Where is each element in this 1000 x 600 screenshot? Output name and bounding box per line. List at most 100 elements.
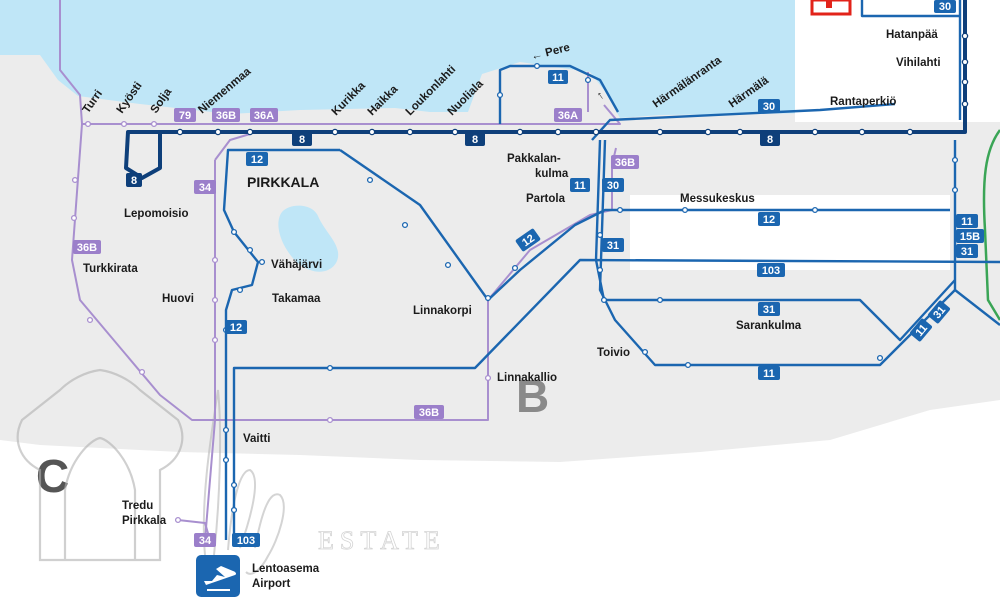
label-lepomoisio: Lepomoisio — [124, 208, 189, 220]
route-badge[interactable]: 8 — [292, 132, 312, 146]
route-36b-link — [214, 133, 251, 161]
svg-text:11: 11 — [552, 72, 564, 84]
route-badge[interactable]: 103 — [757, 263, 785, 277]
label-partola: Partola — [526, 193, 566, 205]
label-tredu-1: Tredu — [122, 500, 153, 512]
svg-text:34: 34 — [199, 182, 212, 194]
svg-text:8: 8 — [299, 134, 305, 146]
lake-small — [278, 205, 339, 272]
stop — [641, 348, 649, 356]
stop — [401, 221, 409, 229]
route-12-line — [222, 148, 340, 540]
urban-area-east — [630, 195, 950, 270]
label-pirkkala: PIRKKALA — [247, 174, 319, 190]
svg-text:8: 8 — [767, 134, 773, 146]
route-badge[interactable]: 11 — [758, 366, 780, 380]
stop — [876, 354, 884, 362]
label-sarankulma: Sarankulma — [736, 320, 802, 332]
stop — [584, 76, 592, 84]
route-badge[interactable]: 30 — [758, 99, 780, 113]
svg-text:31: 31 — [961, 246, 973, 258]
route-badge[interactable]: 15B — [956, 229, 984, 243]
stop — [496, 91, 504, 99]
route-badge[interactable]: 12 — [246, 152, 268, 166]
route-badge[interactable]: 31 — [956, 244, 978, 258]
route-badge[interactable]: 12 — [515, 228, 541, 252]
stop — [174, 516, 182, 524]
route-badge[interactable]: 36A — [250, 108, 278, 122]
route-badge[interactable]: 8 — [126, 173, 142, 187]
svg-text:31: 31 — [763, 304, 775, 316]
route-11-south — [598, 139, 956, 367]
route-badge[interactable]: 36B — [212, 108, 240, 122]
route-badge[interactable]: 11 — [909, 318, 933, 342]
airport-icon[interactable] — [196, 555, 240, 597]
route-36b-west-line — [71, 123, 613, 421]
route-badge[interactable]: 36B — [73, 240, 101, 254]
watermark-text: ESTATE — [318, 526, 446, 555]
label-vihilahti: Vihilahti — [896, 57, 941, 69]
stop — [533, 62, 541, 70]
stop — [258, 258, 266, 266]
route-badge[interactable]: 36A — [554, 108, 582, 122]
route-badge[interactable]: 8 — [465, 132, 485, 146]
label-rantaperkio: Rantaperkiö — [830, 96, 896, 108]
label-linnakallio: Linnakallio — [497, 372, 557, 384]
label-linnakorpi: Linnakorpi — [413, 305, 472, 317]
svg-text:31: 31 — [607, 240, 619, 252]
label-vahajarvi: Vähäjärvi — [271, 259, 322, 271]
route-badge[interactable]: 34 — [194, 533, 216, 547]
stop — [211, 336, 219, 344]
route-badge[interactable]: 12 — [758, 212, 780, 226]
route-badge[interactable]: 11 — [956, 214, 978, 228]
stop — [951, 156, 959, 164]
poi-marker-red-inner — [826, 0, 832, 8]
svg-text:8: 8 — [472, 134, 478, 146]
stop — [406, 128, 414, 136]
zone-b-letter: B — [516, 370, 549, 422]
route-badge[interactable]: 12 — [225, 320, 247, 334]
svg-text:11: 11 — [763, 368, 775, 380]
route-badges: 8 8 8 8 79 36B 36A 36A 34 36B 36B 36B 34… — [73, 0, 984, 547]
svg-text:30: 30 — [607, 180, 619, 192]
route-badge[interactable]: 11 — [570, 178, 590, 192]
label-pakkalankulma-2: kulma — [535, 168, 569, 180]
svg-text:36B: 36B — [216, 110, 236, 122]
label-messukeskus: Messukeskus — [680, 193, 755, 205]
route-12-diag — [339, 149, 950, 302]
stop — [368, 128, 376, 136]
stop — [596, 231, 604, 239]
route-31-line — [594, 139, 956, 342]
stop — [230, 506, 238, 514]
stop — [246, 246, 254, 254]
label-turkkirata: Turkkirata — [83, 263, 138, 275]
route-badge[interactable]: 30 — [602, 178, 624, 192]
label-huovi: Huovi — [162, 293, 194, 305]
svg-text:8: 8 — [131, 175, 137, 187]
svg-text:12: 12 — [520, 232, 537, 249]
route-badge[interactable]: 36B — [611, 155, 639, 169]
stop — [600, 296, 608, 304]
stop — [70, 214, 78, 222]
route-badge[interactable]: 30 — [934, 0, 956, 13]
stop — [858, 128, 866, 136]
stop — [150, 120, 158, 128]
stop — [451, 128, 459, 136]
route-badge[interactable]: 31 — [758, 302, 780, 316]
route-8-line — [124, 0, 967, 180]
stop — [656, 296, 664, 304]
route-badge[interactable]: 79 — [174, 108, 196, 122]
route-badge[interactable]: 11 — [548, 70, 568, 84]
svg-text:11: 11 — [961, 216, 973, 228]
stop — [211, 256, 219, 264]
stop — [222, 426, 230, 434]
svg-text:36A: 36A — [558, 110, 578, 122]
route-badge[interactable]: 36B — [414, 405, 444, 419]
stop — [596, 266, 604, 274]
route-badge[interactable]: 31 — [602, 238, 624, 252]
route-badge[interactable]: 8 — [760, 132, 780, 146]
svg-text:12: 12 — [251, 154, 263, 166]
stop — [961, 100, 969, 108]
route-badge[interactable]: 34 — [194, 180, 216, 194]
route-badge[interactable]: 103 — [232, 533, 260, 547]
